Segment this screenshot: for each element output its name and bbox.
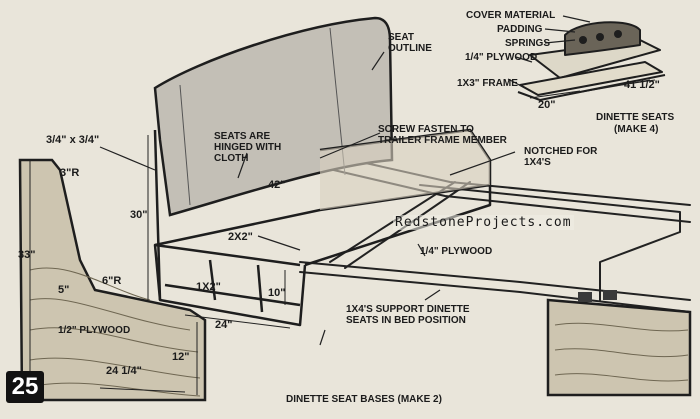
label-width-24-quarter: 24 1/4" [106,365,142,377]
label-offset-5: 5" [58,284,70,296]
label-seat-bases: DINETTE SEAT BASES (MAKE 2) [286,394,442,405]
label-member-2x2: 2X2" [228,231,253,243]
label-width-42: 42" [268,179,286,191]
end-panel-left [18,158,207,402]
label-member-1x2: 1X2" [196,281,221,293]
label-seats-hinged: SEATS ARE HINGED WITH CLOTH [214,131,282,164]
label-notched: NOTCHED FOR 1X4'S [524,146,598,168]
label-height-30: 30" [130,209,148,221]
label-height-33: 33" [18,249,36,261]
label-make-4: (MAKE 4) [614,124,659,135]
label-seat-outline: SEAT OUTLINE [388,32,432,54]
label-support-1x4: 1X4'S SUPPORT DINETTE SEATS IN BED POSIT… [346,304,470,326]
label-depth-24: 24" [215,319,233,331]
watermark: RedstoneProjects.com [393,215,574,230]
support-1x4-a [299,261,691,301]
label-cover-material: COVER MATERIAL [466,10,556,21]
label-trim-3-4: 3/4" x 3/4" [46,134,100,146]
label-screw-fasten: SCREW FASTEN TO TRAILER FRAME MEMBER [378,124,507,146]
label-radius-6: 6"R [102,275,122,287]
label-plywood-top: 1/4" PLYWOOD [465,52,538,63]
frame-rail-long [419,184,681,301]
label-padding: PADDING [497,24,543,35]
cushion-detail [517,21,666,101]
support-1x4-b [299,271,691,313]
seat-plywood [320,130,490,210]
figure-number-badge: 25 [6,371,44,403]
label-springs: SPRINGS [505,38,551,49]
label-length-41: 41 1/2" [624,79,660,91]
end-panel-right [546,290,692,397]
label-radius-3: 3"R [60,167,80,179]
label-height-12: 12" [172,351,190,363]
label-frame-1x3: 1X3" FRAME [457,78,518,89]
label-plywood-mid: 1/4" PLYWOOD [420,246,493,257]
label-plywood-half: 1/2" PLYWOOD [58,325,131,336]
label-width-20: 20" [538,99,556,111]
label-dinette-seats: DINETTE SEATS [596,112,675,123]
label-height-10: 10" [268,287,286,299]
frame-diagonal [329,181,456,263]
